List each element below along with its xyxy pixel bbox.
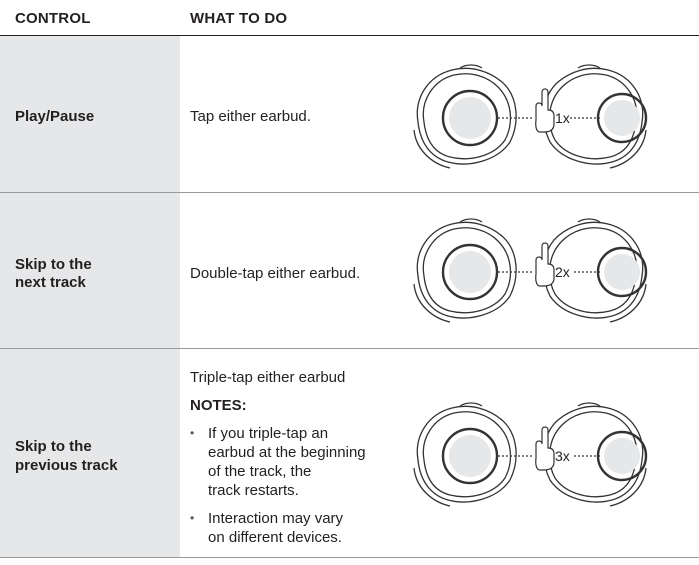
finger-tap-icon	[535, 242, 555, 287]
tap-count-label: 3x	[555, 448, 570, 464]
control-label: Play/Pause	[15, 108, 95, 125]
left-earbud-icon	[413, 218, 517, 323]
note-text: If you triple-tap an earbud at the begin…	[208, 424, 408, 500]
notes-heading: NOTES:	[190, 397, 247, 414]
earbuds-tap-illustration: 1x	[410, 60, 650, 170]
table-row-play-pause: Play/Pause Tap either earbud.	[0, 36, 699, 193]
note-line: track restarts.	[208, 482, 299, 499]
control-cell: Play/Pause	[0, 36, 180, 193]
table-header: CONTROL WHAT TO DO	[0, 0, 699, 36]
header-divider	[0, 35, 699, 36]
earbuds-tap-illustration: 3x	[410, 398, 650, 508]
control-label-line2: next track	[15, 274, 86, 291]
note-line: earbud at the beginning	[208, 444, 366, 461]
table-row-previous-track: Skip to the previous track Triple-tap ei…	[0, 349, 699, 558]
note-line: of the track, the	[208, 463, 312, 480]
finger-tap-icon	[535, 426, 555, 471]
tap-count-label: 2x	[555, 264, 570, 280]
control-label-line2: previous track	[15, 457, 118, 474]
row-divider	[0, 348, 699, 349]
tap-count-label: 1x	[555, 110, 570, 126]
bullet-marker: •	[190, 511, 195, 525]
control-cell: Skip to the previous track	[0, 349, 180, 558]
left-earbud-icon	[413, 64, 517, 169]
action-text: Triple-tap either earbud	[190, 369, 346, 386]
row-divider	[0, 192, 699, 193]
row-divider	[0, 557, 699, 558]
note-item: • If you triple-tap an earbud at the beg…	[190, 424, 410, 504]
table-row-next-track: Skip to the next track Double-tap either…	[0, 193, 699, 349]
note-line: Interaction may vary	[208, 510, 344, 527]
earbuds-tap-illustration: 2x	[410, 214, 650, 324]
note-line: If you triple-tap an	[208, 425, 329, 442]
left-earbud-icon	[413, 402, 517, 507]
finger-tap-icon	[535, 88, 555, 133]
control-label-line1: Skip to the	[15, 256, 92, 273]
note-item: • Interaction may vary on different devi…	[190, 509, 410, 549]
note-text: Interaction may vary on different device…	[208, 509, 408, 547]
action-text: Tap either earbud.	[190, 108, 311, 125]
action-text: Double-tap either earbud.	[190, 265, 361, 282]
bullet-marker: •	[190, 426, 195, 440]
control-label-line1: Skip to the	[15, 438, 92, 455]
note-line: on different devices.	[208, 529, 342, 546]
header-what-to-do: WHAT TO DO	[190, 10, 288, 27]
control-cell: Skip to the next track	[0, 193, 180, 349]
header-control: CONTROL	[15, 10, 91, 27]
